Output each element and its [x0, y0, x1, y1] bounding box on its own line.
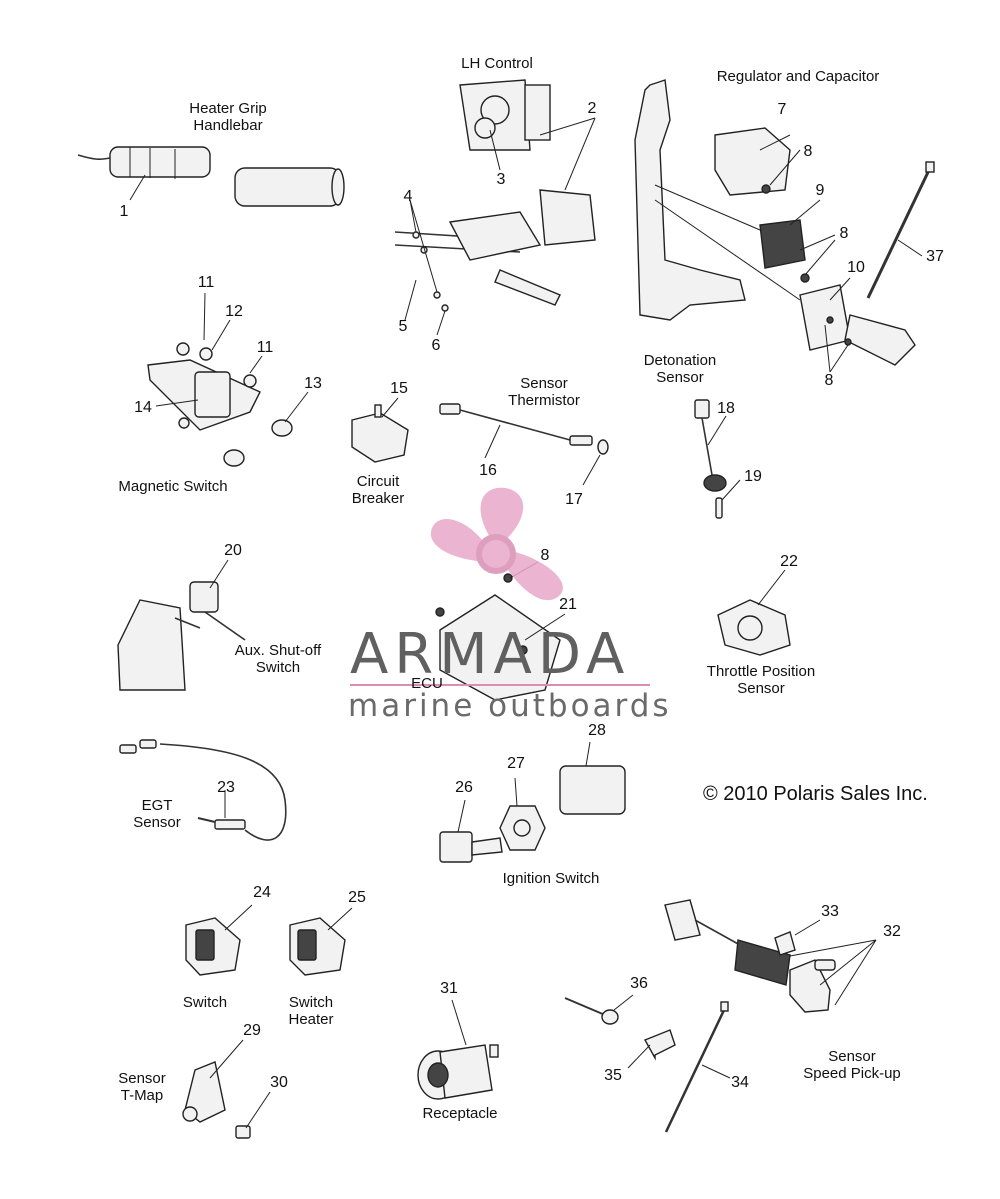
callout-number: 15 [390, 380, 408, 397]
circuit-breaker-part [351, 397, 409, 463]
heater-grip-part [77, 146, 345, 207]
rocker-switches-part [185, 904, 353, 976]
callout-number: 26 [455, 779, 473, 796]
watermark-divider [350, 684, 650, 686]
thermistor-part [439, 403, 609, 486]
label-ecu: ECU [411, 675, 443, 692]
callout-number: 8 [824, 372, 834, 389]
callout-number: 8 [803, 143, 813, 160]
label-magnetic-switch: Magnetic Switch [118, 478, 228, 495]
callout-number: 10 [847, 259, 865, 276]
magnetic-switch-part [147, 292, 309, 467]
callout-number: 37 [926, 248, 944, 265]
label-receptacle: Receptacle [422, 1105, 498, 1122]
copyright-text: © 2010 Polaris Sales Inc. [703, 783, 928, 805]
regulator-assembly [634, 79, 916, 373]
callout-number: 25 [348, 889, 366, 906]
callout-number: 21 [559, 596, 577, 613]
label-speed-pickup: Sensor Speed Pick-up [803, 1048, 901, 1082]
callout-number: 5 [398, 318, 408, 335]
label-egt: EGT Sensor [133, 797, 181, 831]
label-switch-heater: Switch Heater [288, 994, 334, 1028]
callout-number: 6 [431, 337, 441, 354]
receptacle-part [417, 999, 499, 1100]
callout-number: 14 [134, 399, 152, 416]
callout-number: 2 [587, 100, 597, 117]
callout-number: 20 [224, 542, 242, 559]
label-lh-control: LH Control [461, 55, 533, 72]
callout-number: 3 [496, 171, 506, 188]
small-hardware-part [564, 994, 731, 1133]
callout-number: 13 [304, 375, 322, 392]
cable-tie-part [866, 161, 935, 299]
label-detonation: Detonation Sensor [643, 352, 717, 386]
lh-control-part [459, 79, 596, 191]
callout-number: 28 [588, 722, 606, 739]
callout-number: 31 [440, 980, 458, 997]
handlebar-control-assembly [394, 189, 596, 336]
callout-number: 33 [821, 903, 839, 920]
label-circuit-breaker: Circuit Breaker [351, 473, 405, 507]
tmap-sensor-part [182, 1039, 271, 1139]
callout-number: 8 [839, 225, 849, 242]
callout-number: 30 [270, 1074, 288, 1091]
callout-number: 19 [744, 468, 762, 485]
watermark-title: ARMADA [350, 622, 631, 687]
callout-number: 7 [777, 101, 787, 118]
detonation-sensor-part [694, 399, 741, 519]
callout-number: 36 [630, 975, 648, 992]
callout-number: 11 [197, 274, 215, 291]
callout-number: 34 [731, 1074, 749, 1091]
speed-sensor-part [664, 899, 877, 1013]
callout-number: 1 [119, 203, 129, 220]
callout-number: 23 [217, 779, 235, 796]
callout-number: 32 [883, 923, 901, 940]
callout-number: 12 [225, 303, 243, 320]
ignition-switch-part [439, 741, 626, 863]
callout-number: 22 [780, 553, 798, 570]
label-regulator: Regulator and Capacitor [716, 68, 880, 85]
callout-number: 16 [479, 462, 497, 479]
throttle-sensor-part [717, 569, 791, 656]
callout-number: 35 [604, 1067, 622, 1084]
callout-number: 9 [815, 182, 825, 199]
callout-number: 29 [243, 1022, 261, 1039]
watermark-subtitle: marine outboards [348, 688, 672, 724]
label-throttle: Throttle Position Sensor [706, 663, 816, 697]
callout-number: 11 [256, 339, 274, 356]
label-switch: Switch [182, 994, 228, 1011]
watermark-propeller-logo [430, 487, 563, 601]
label-aux-shutoff: Aux. Shut-off Switch [234, 642, 322, 676]
callout-number: 4 [403, 188, 413, 205]
callout-number: 8 [540, 547, 550, 564]
callout-number: 24 [253, 884, 271, 901]
callout-number: 17 [565, 491, 583, 508]
label-tmap: Sensor T-Map [118, 1070, 166, 1104]
callout-number: 18 [717, 400, 735, 417]
egt-sensor-part [119, 739, 287, 841]
label-ignition: Ignition Switch [502, 870, 600, 887]
label-thermistor: Sensor Thermistor [508, 375, 580, 409]
aux-shutoff-part [117, 559, 246, 691]
callout-number: 27 [507, 755, 525, 772]
label-heater-grip: Heater Grip Handlebar [189, 100, 267, 134]
